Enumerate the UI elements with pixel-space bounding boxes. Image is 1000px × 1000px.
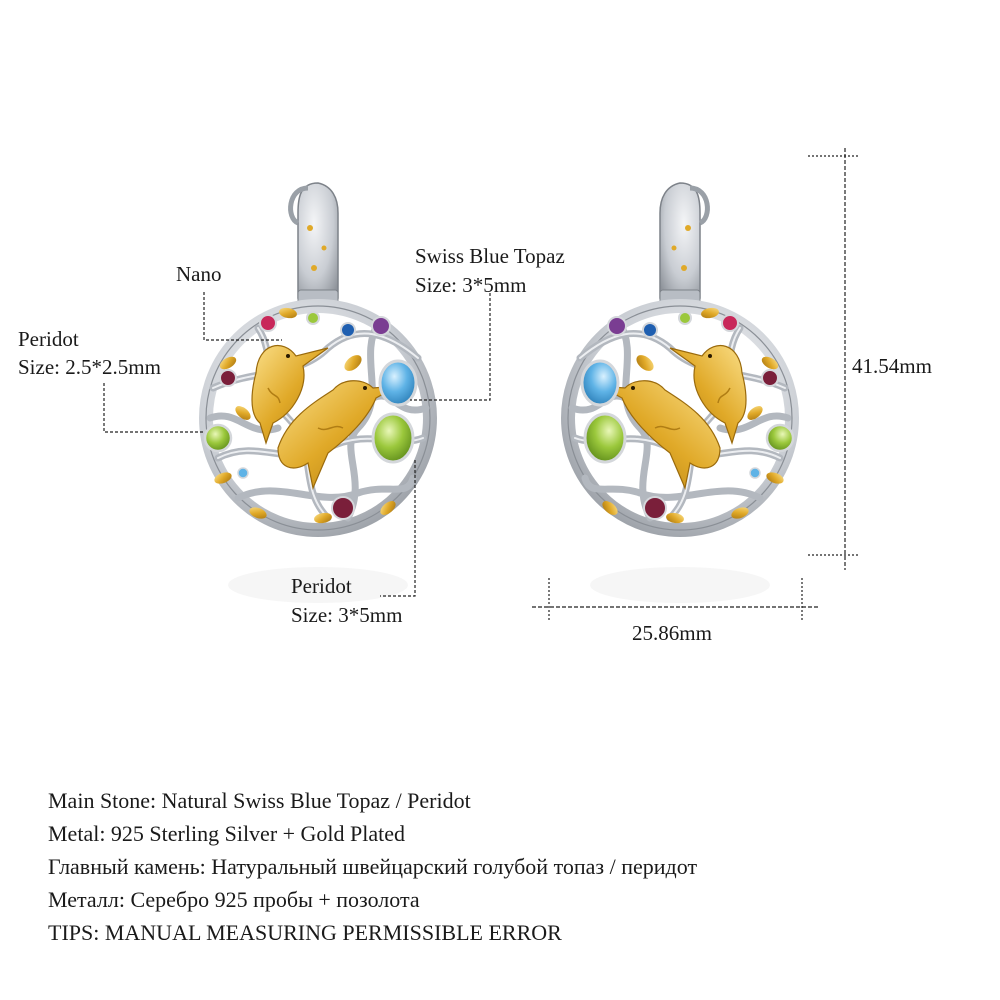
height-dimension-label: 41.54mm	[852, 354, 932, 378]
peridot-left-size: Size: 2.5*2.5mm	[18, 355, 161, 379]
peridot-bottom-name: Peridot	[291, 574, 352, 598]
spec-metal: Metal: 925 Sterling Silver + Gold Plated	[48, 821, 406, 846]
topaz-leader	[410, 293, 491, 401]
right-earring-image	[568, 183, 793, 530]
reflection	[228, 567, 770, 603]
peridot-left-name: Peridot	[18, 327, 79, 351]
spec-metal-ru: Металл: Серебро 925 пробы + позолота	[48, 887, 420, 912]
topaz-size: Size: 3*5mm	[415, 273, 527, 297]
left-earring-image	[205, 183, 430, 530]
spec-main-stone: Main Stone: Natural Swiss Blue Topaz / P…	[48, 788, 471, 813]
nano-leader	[203, 292, 282, 341]
topaz-name: Swiss Blue Topaz	[415, 244, 565, 268]
width-dimension-label: 25.86mm	[632, 621, 712, 645]
spec-tips: TIPS: MANUAL MEASURING PERMISSIBLE ERROR	[48, 920, 562, 945]
dimension-width-line	[532, 578, 818, 622]
peridot-bottom-leader	[380, 460, 416, 597]
callout-leaders	[103, 292, 491, 597]
peridot-left-leader	[103, 383, 205, 433]
spec-main-stone-ru: Главный камень: Натуральный швейцарский …	[48, 854, 698, 879]
peridot-bottom-size: Size: 3*5mm	[291, 603, 403, 627]
nano-label: Nano	[176, 262, 222, 286]
dimension-height-line	[808, 148, 858, 570]
